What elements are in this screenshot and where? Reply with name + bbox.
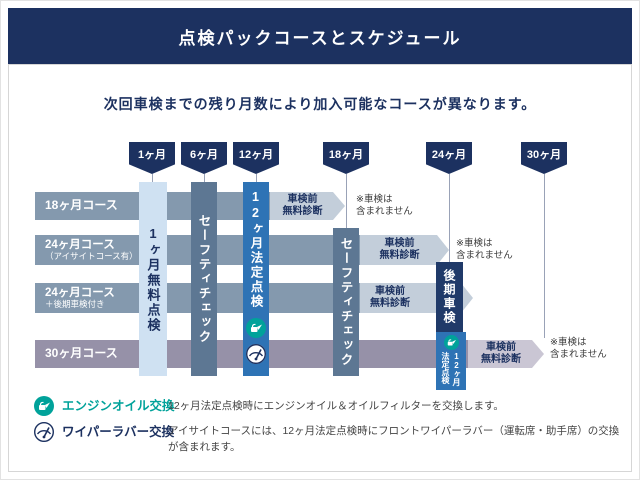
- column-12month-legal-inspection-2: 12ヶ月法定点検: [436, 332, 466, 390]
- oil-icon: [34, 396, 54, 421]
- page-title: 点検パックコースとスケジュール: [178, 28, 462, 48]
- column-safety-check-2: セーフティチェック: [333, 228, 359, 376]
- page-header: 点検パックコースとスケジュール: [8, 8, 632, 64]
- wiper-icon: [245, 343, 267, 365]
- pre-inspection-note: 車検前 無料診断: [481, 342, 521, 365]
- subtitle: 次回車検までの残り月数により加入可能なコースが異なります。: [103, 96, 537, 112]
- legend-description: アイサイトコースには、12ヶ月法定点検時にフロントワイパーラバー（運転席・助手席…: [168, 425, 620, 453]
- legend-title: エンジンオイル交換: [62, 399, 175, 413]
- pre-inspection-note: 車検前 無料診断: [379, 238, 420, 261]
- oil-icon: [443, 335, 459, 350]
- legend-description: 12ヶ月法定点検時にエンジンオイル＆オイルフィルターを交換します。: [168, 400, 504, 412]
- course-label: 24ヶ月コース ＋後期車検付き: [45, 286, 115, 309]
- timeline-marker-24m: 24ヶ月: [426, 142, 472, 174]
- pre-inspection-note: 車検前 無料診断: [282, 194, 323, 217]
- legend-wiper-rubber: ワイパーラバー交換: [33, 421, 175, 447]
- disclaimer-note: ※車検は 含まれません: [456, 238, 513, 261]
- timeline-guide-line: [544, 174, 545, 338]
- course-label: 30ヶ月コース: [45, 346, 118, 361]
- timeline-guide-line: [346, 174, 347, 230]
- disclaimer-note: ※車検は 含まれません: [356, 194, 413, 217]
- course-label: 24ヶ月コース （アイサイトコース有）: [45, 238, 138, 261]
- course-arrow-30m: 車検前 無料診断: [468, 340, 544, 368]
- course-arrow-18m: 車検前 無料診断: [270, 192, 345, 220]
- course-label: 18ヶ月コース: [45, 198, 118, 213]
- column-1month-free-inspection: 1ヶ月無料点検: [139, 182, 167, 376]
- oil-icon: [246, 318, 266, 338]
- pre-inspection-note: 車検前 無料診断: [370, 286, 410, 309]
- timeline-guide-line: [204, 174, 205, 184]
- column-12month-legal-inspection-1: 12ヶ月法定点検: [243, 182, 269, 376]
- chart-area: [8, 64, 632, 472]
- legend-engine-oil: エンジンオイル交換: [34, 396, 175, 421]
- timeline-guide-line: [256, 174, 257, 184]
- timeline-guide-line: [152, 174, 153, 184]
- legend-title: ワイパーラバー交換: [62, 425, 175, 439]
- column-safety-check-1: セーフティチェック: [191, 182, 217, 376]
- disclaimer-note: ※車検は 含まれません: [550, 337, 607, 360]
- column-late-vehicle-inspection: 後期車検: [436, 262, 463, 332]
- timeline-guide-line: [449, 174, 450, 262]
- wiper-icon: [33, 421, 55, 447]
- course-arrow-24m-eyesight: 車検前 無料診断: [360, 235, 449, 265]
